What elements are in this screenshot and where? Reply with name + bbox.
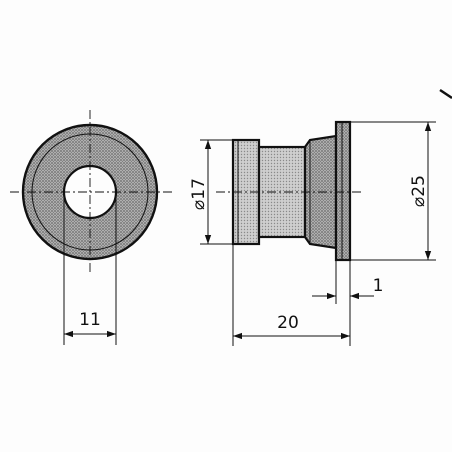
- flange: [334, 120, 352, 262]
- small-diameter-label: ⌀17: [189, 178, 209, 210]
- corner-mark: [439, 88, 452, 100]
- bore-dimension-label: 11: [79, 310, 101, 330]
- length-dimension: 20: [232, 244, 351, 346]
- large-diameter-dimension: ⌀25: [350, 121, 436, 261]
- bore-dimension: 11: [63, 192, 117, 345]
- front-view: [10, 110, 172, 272]
- flange-label: 1: [373, 276, 384, 296]
- side-view: [216, 120, 362, 262]
- waist-section: [257, 145, 307, 239]
- small-diameter-dimension: ⌀17: [189, 139, 233, 245]
- length-label: 20: [277, 313, 299, 333]
- flange-dimension: 1: [312, 260, 383, 304]
- large-diameter-label: ⌀25: [409, 175, 429, 207]
